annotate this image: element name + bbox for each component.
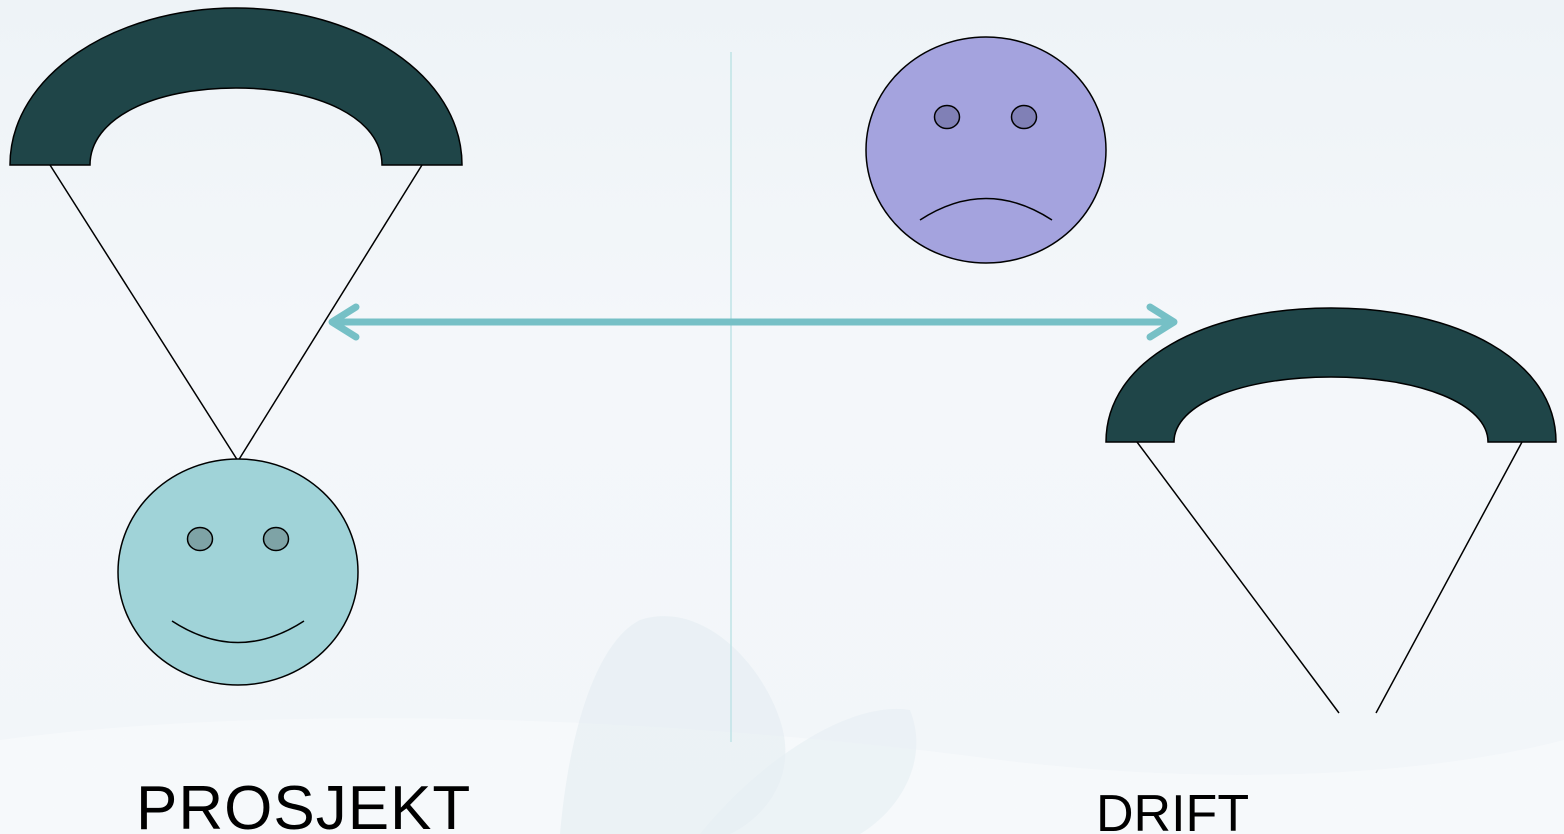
right-parachute-string-left (1137, 442, 1339, 713)
label-prosjekt: PROSJEKT (136, 778, 471, 834)
sad-face-icon (866, 37, 1106, 263)
label-drift: DRIFT (1096, 788, 1249, 834)
happy-face-icon (118, 459, 358, 685)
happy-face-head (118, 459, 358, 685)
right-parachute-string-right (1376, 442, 1522, 713)
double-headed-arrow (332, 307, 1174, 337)
happy-face-right-eye (264, 528, 289, 551)
sad-face-head (866, 37, 1106, 263)
sad-face-right-eye (1012, 106, 1037, 129)
sad-face-left-eye (935, 106, 960, 129)
left-parachute-canopy (10, 8, 462, 165)
happy-face-left-eye (188, 528, 213, 551)
left-parachute-string-right (238, 165, 422, 461)
right-parachute-canopy (1106, 308, 1556, 442)
left-parachute-string-left (50, 165, 238, 461)
